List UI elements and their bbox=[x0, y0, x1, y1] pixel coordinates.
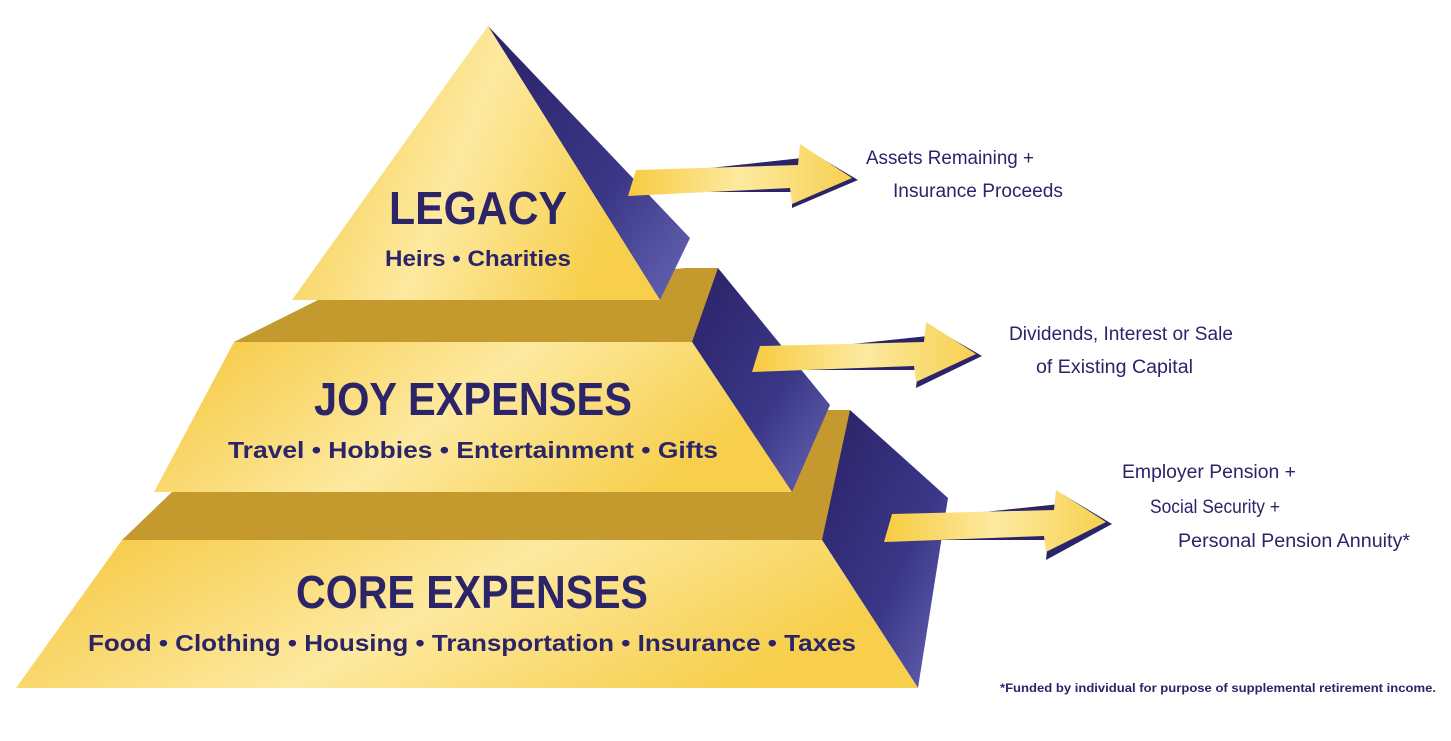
legacy-source-note: Assets Remaining + Insurance Proceeds bbox=[866, 148, 1063, 202]
footnote: *Funded by individual for purpose of sup… bbox=[1000, 681, 1436, 695]
tier-legacy bbox=[292, 26, 690, 300]
arrow-core bbox=[884, 490, 1112, 560]
arrow-legacy bbox=[628, 144, 858, 208]
core-source-note: Employer Pension + Social Security + Per… bbox=[1122, 462, 1411, 552]
core-source-line-1: Employer Pension + bbox=[1122, 462, 1296, 483]
legacy-front-face bbox=[292, 26, 660, 300]
joy-source-note: Dividends, Interest or Sale of Existing … bbox=[1009, 324, 1233, 378]
core-source-line-3: Personal Pension Annuity* bbox=[1178, 531, 1411, 552]
legacy-source-line-2: Insurance Proceeds bbox=[893, 181, 1063, 202]
legacy-source-line-1: Assets Remaining + bbox=[866, 148, 1034, 169]
tier-joy bbox=[154, 268, 830, 492]
core-side-face bbox=[820, 410, 948, 688]
core-title: CORE EXPENSES bbox=[296, 566, 648, 618]
joy-front-face bbox=[154, 342, 792, 492]
legacy-title: LEGACY bbox=[389, 182, 567, 234]
arrow-joy bbox=[752, 322, 982, 388]
legacy-subtitle: Heirs • Charities bbox=[385, 246, 571, 271]
joy-side-face bbox=[686, 268, 830, 492]
joy-title: JOY EXPENSES bbox=[314, 373, 632, 425]
joy-subtitle: Travel • Hobbies • Entertainment • Gifts bbox=[228, 437, 718, 463]
core-source-line-2: Social Security + bbox=[1150, 497, 1280, 518]
core-subtitle: Food • Clothing • Housing • Transportati… bbox=[88, 630, 856, 656]
joy-source-line-1: Dividends, Interest or Sale bbox=[1009, 324, 1233, 345]
joy-source-line-2: of Existing Capital bbox=[1036, 357, 1193, 378]
core-front-face bbox=[16, 540, 918, 688]
legacy-side-face bbox=[488, 26, 690, 300]
